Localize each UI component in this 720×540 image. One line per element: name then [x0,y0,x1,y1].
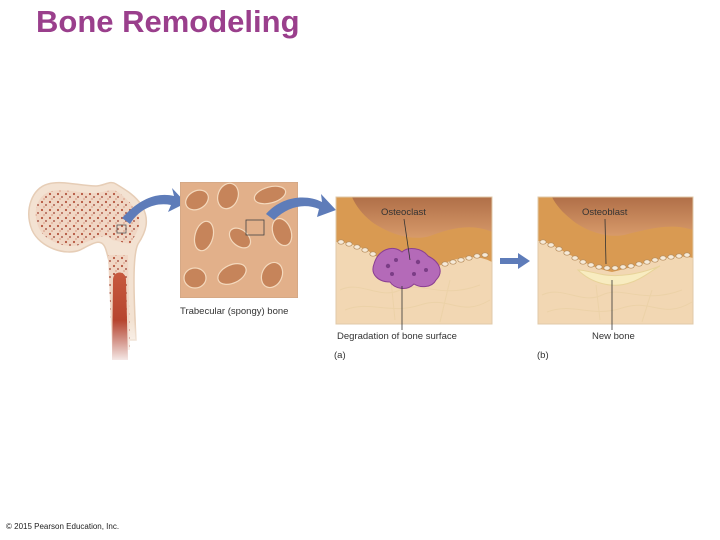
label-panel-a: (a) [334,350,346,361]
label-osteoblast: Osteoblast [582,207,628,218]
arrow-panel-a-to-b [500,253,530,269]
label-trabecular-bone: Trabecular (spongy) bone [180,306,288,317]
femur-illustration [28,181,150,365]
label-panel-b: (b) [537,350,549,361]
label-osteoclast: Osteoclast [381,207,426,218]
panel-b-osteoblast [538,197,693,324]
panel-a-osteoclast [336,197,492,324]
arrow-femur-to-trabecular [122,188,186,224]
label-new-bone: New bone [592,331,635,342]
arrow-trabecular-to-panel-a [266,194,336,220]
slide-title: Bone Remodeling [36,4,300,39]
copyright-notice: © 2015 Pearson Education, Inc. [6,522,120,531]
label-degradation: Degradation of bone surface [337,331,457,342]
trabecular-panel [180,182,298,298]
